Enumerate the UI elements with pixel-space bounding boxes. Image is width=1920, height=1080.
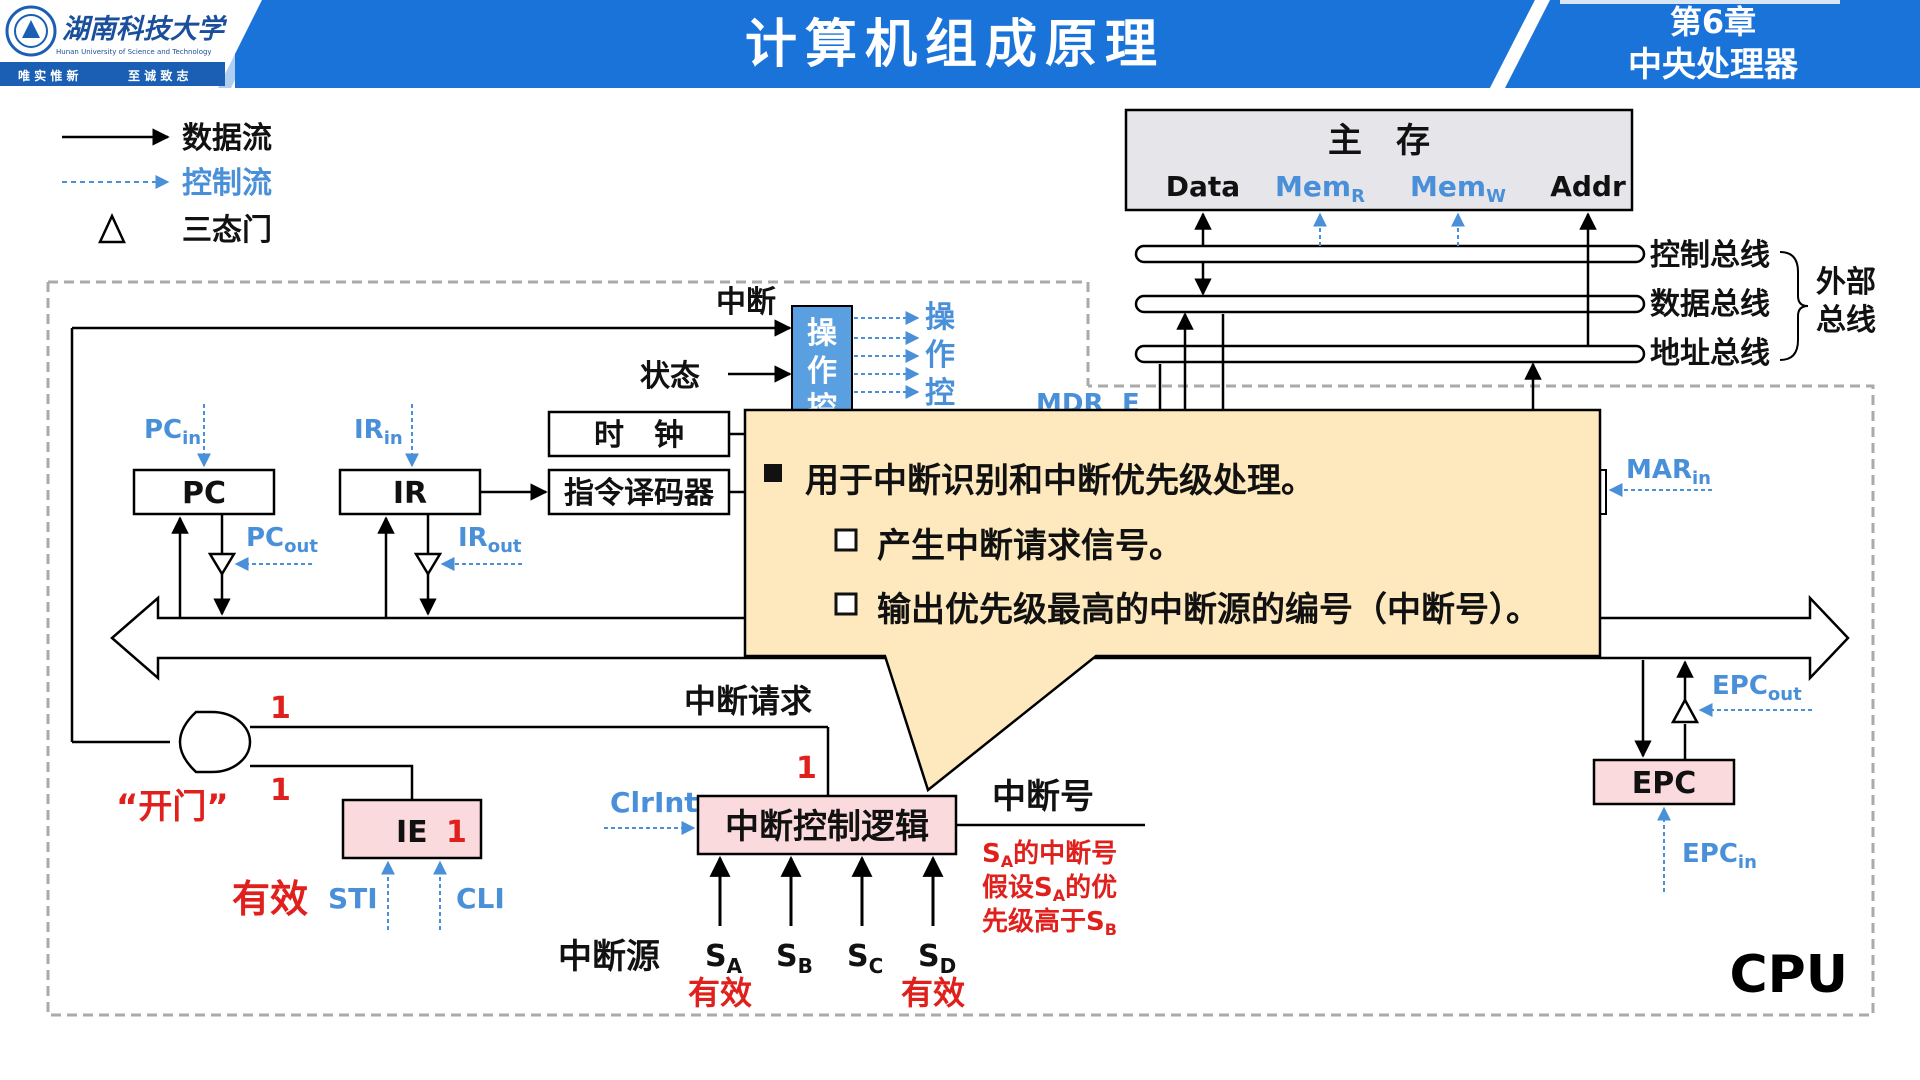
- interrupt-controller: [696, 794, 958, 856]
- data-bus: [1134, 294, 1646, 314]
- open-door-label: “开门”: [116, 787, 229, 827]
- external-bus-label-1: 外部: [1816, 265, 1876, 300]
- pc-register: [132, 468, 276, 516]
- ie-flag: [341, 798, 483, 860]
- source-b: SB: [776, 939, 813, 978]
- control-bus: [1134, 244, 1646, 264]
- memory-read-port: MemR: [1275, 170, 1365, 207]
- source-a: SA: [705, 939, 743, 978]
- callout-item-number: 输出优先级最高的中断源的编号（中断号）。: [877, 590, 1540, 630]
- motto-left: 唯 实 惟 新: [18, 68, 79, 83]
- university-logo: [5, 5, 57, 57]
- pc-label: PC: [182, 476, 226, 511]
- callout-sub-bullet-2: [834, 592, 858, 616]
- ie-value: 1: [446, 815, 467, 850]
- status-input-label: 状态: [640, 359, 700, 394]
- motto-right: 至 诚 致 志: [128, 68, 189, 83]
- chapter-title: 中央处理器: [1628, 45, 1799, 85]
- cpu-boundary: [46, 282, 1875, 1017]
- control-bus-label: 控制总线: [1650, 238, 1770, 273]
- interrupt-controller-label: 中断控制逻辑: [725, 807, 929, 847]
- legend-data-flow: 数据流: [182, 121, 272, 156]
- epc-in-signal: EPCin: [1682, 839, 1757, 873]
- epc-register: [1592, 758, 1736, 806]
- interrupt-number-note-3: 先级高于SB: [982, 906, 1117, 939]
- callout-bullet-square: [764, 464, 782, 482]
- source-d-valid: 有效: [901, 974, 965, 1012]
- memory-write-port: MemW: [1410, 170, 1506, 207]
- ctrl-out-char-2: 作: [925, 338, 955, 373]
- legend-control-flow: 控制流: [182, 166, 272, 201]
- legend-tristate: 三态门: [182, 213, 272, 248]
- mar-in-signal: MARin: [1626, 455, 1711, 489]
- ie-valid-label: 有效: [232, 877, 308, 921]
- pc-out-signal: PCout: [246, 523, 318, 557]
- callout-item-request: 产生中断请求信号。: [877, 526, 1183, 566]
- external-bus-brace: [1779, 251, 1809, 361]
- memory-addr-port: Addr: [1550, 170, 1626, 203]
- epc-out-signal: EPCout: [1712, 671, 1802, 705]
- source-c: SC: [847, 939, 883, 978]
- ir-label: IR: [393, 476, 427, 511]
- instruction-decoder: [547, 468, 731, 516]
- clrint-signal: ClrInt: [610, 786, 698, 819]
- source-a-valid: 有效: [688, 974, 752, 1012]
- and-input-value: 1: [270, 773, 291, 808]
- external-bus-label-2: 总线: [1816, 303, 1876, 338]
- callout-bubble: [743, 408, 1602, 793]
- and-output-value: 1: [270, 691, 291, 726]
- header-bar: [0, 0, 1920, 88]
- ir-out-tristate: [413, 552, 443, 577]
- callout-item-main: 用于中断识别和中断优先级处理。: [805, 461, 1315, 501]
- and-gate: [178, 710, 252, 774]
- pc-out-tristate: [207, 552, 237, 577]
- ir-out-signal: IRout: [458, 523, 522, 557]
- cpu-label: CPU: [1730, 945, 1849, 1005]
- ie-label: IE: [396, 815, 428, 850]
- chapter-number: 第6章: [1670, 3, 1756, 41]
- cpu-boundary-upper: [48, 280, 1090, 386]
- ie-to-and-wire: [250, 764, 414, 800]
- decoder-label: 指令译码器: [564, 476, 715, 511]
- epc-label: EPC: [1632, 766, 1697, 801]
- ctrl-box-char-2: 作: [807, 354, 837, 389]
- source-d: SD: [918, 939, 956, 978]
- interrupt-number-label: 中断号: [992, 777, 1094, 817]
- callout-sub-bullet-1: [834, 528, 858, 552]
- clock-label: 时 钟: [594, 418, 684, 453]
- pc-in-signal: PCin: [144, 415, 201, 449]
- main-memory-title: 主 存: [1328, 121, 1430, 161]
- data-bus-label: 数据总线: [1650, 287, 1770, 322]
- address-bus: [1134, 344, 1646, 364]
- university-name: 湖南科技大学: [62, 14, 228, 45]
- callout-text: 用于中断识别和中断优先级处理。 产生中断请求信号。 输出优先级最高的中断源的编号…: [755, 430, 1605, 650]
- ir-in-signal: IRin: [354, 415, 403, 449]
- operation-controller: [791, 305, 853, 427]
- epc-out-tristate: [1670, 697, 1700, 724]
- ctrl-out-char-1: 操: [925, 300, 956, 335]
- legend-tristate-icon: [98, 213, 126, 244]
- address-bus-label: 地址总线: [1650, 336, 1770, 371]
- memory-data-port: Data: [1166, 170, 1240, 203]
- university-name-en: Hunan University of Science and Technolo…: [56, 48, 212, 56]
- ctrl-box-char-1: 操: [807, 316, 838, 351]
- cli-signal: CLI: [456, 882, 505, 915]
- interrupt-request-label: 中断请求: [684, 682, 812, 720]
- interrupt-input-label: 中断: [716, 285, 776, 320]
- ctrl-out-char-3: 控: [925, 376, 955, 411]
- interrupt-number-note-1: SA的中断号: [982, 838, 1117, 871]
- control-output-arrows: [854, 311, 920, 399]
- course-title: 计算机组成原理: [745, 15, 1165, 75]
- interrupt-source-label: 中断源: [558, 937, 660, 977]
- request-value: 1: [796, 751, 817, 786]
- sti-signal: STI: [328, 882, 378, 915]
- interrupt-number-note-2: 假设SA的优: [982, 872, 1117, 905]
- source-arrows: [709, 855, 944, 926]
- main-memory-box: [1124, 108, 1634, 212]
